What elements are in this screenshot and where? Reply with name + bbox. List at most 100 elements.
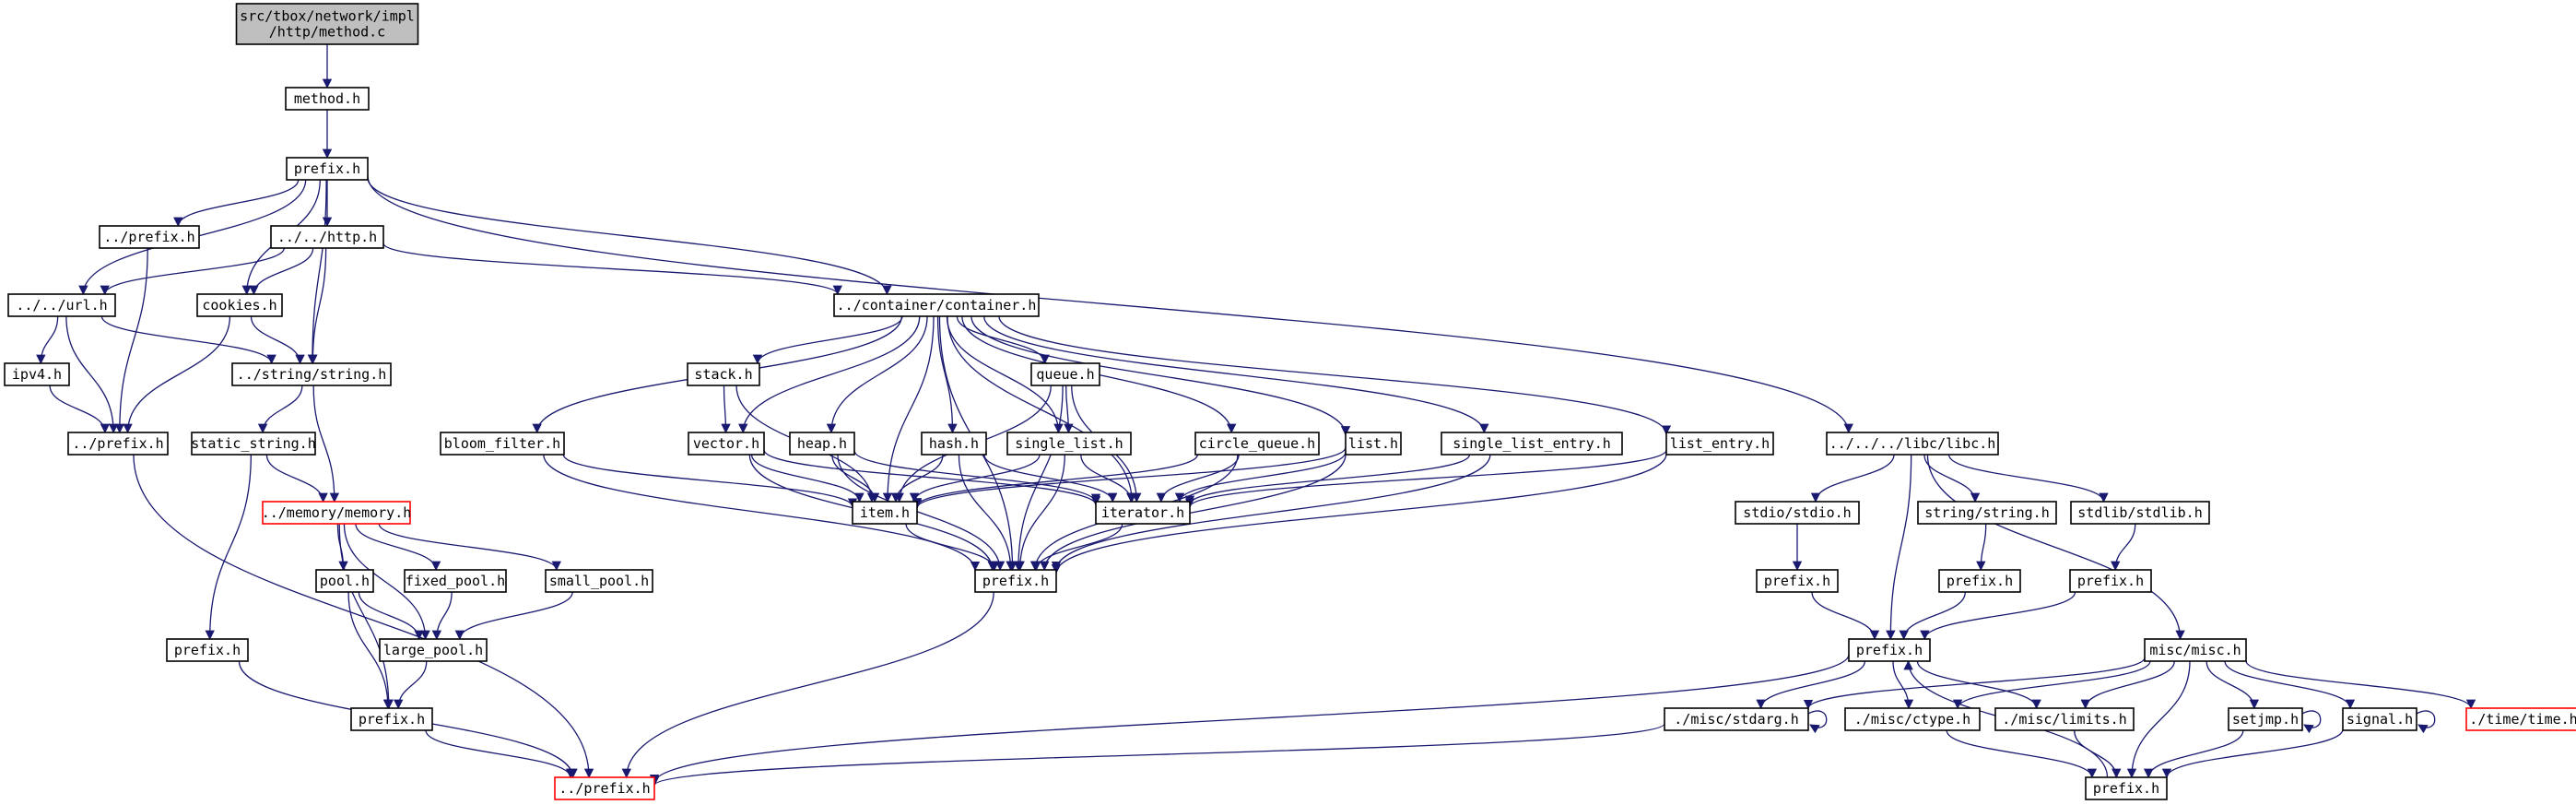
node-label: method.h (294, 90, 360, 107)
node-label: signal.h (2347, 711, 2413, 728)
node-prefix-mem[interactable]: prefix.h (350, 707, 433, 731)
node-box (2069, 569, 2152, 593)
node-time[interactable]: ./time/time.h (2465, 707, 2576, 731)
edge-misc-to-time (2245, 660, 2476, 710)
node-container[interactable]: ../container/container.h (833, 293, 1040, 317)
node-cookies[interactable]: cookies.h (196, 293, 283, 317)
node-box (231, 362, 392, 386)
node-list-entry[interactable]: list_entry.h (1665, 432, 1774, 456)
edge-list_entry-to-prefix_cont (1051, 454, 1667, 574)
node-box (166, 638, 249, 662)
node-prefix-misc[interactable]: prefix.h (2085, 776, 2168, 800)
node-ctype[interactable]: ./misc/ctype.h (1844, 707, 1981, 731)
edge-vector-to-iterator (763, 449, 1101, 506)
node-large-pool[interactable]: large_pool.h (379, 638, 488, 662)
edge-container-to-single_list (946, 315, 1064, 434)
node-pool[interactable]: pool.h (315, 569, 374, 593)
node-url[interactable]: ../../url.h (7, 293, 116, 317)
node-static-string[interactable]: static_string.h (191, 432, 316, 456)
node-box (687, 362, 760, 386)
node-dprefix[interactable]: ../prefix.h (99, 225, 200, 249)
node-label: bloom_filter.h (444, 435, 560, 452)
edge-url-to-ipv4 (36, 315, 59, 365)
node-label: iterator.h (1101, 504, 1184, 521)
edge-bloom-to-item (562, 454, 858, 508)
node-misc[interactable]: misc/misc.h (2144, 638, 2247, 662)
node-prefix-str[interactable]: prefix.h (1938, 569, 2021, 593)
node-label: ../memory/memory.h (262, 504, 412, 521)
node-stack[interactable]: stack.h (687, 362, 760, 386)
node-box (2085, 776, 2168, 800)
node-box (1030, 362, 1100, 386)
edge-static_string-to-memory (265, 454, 328, 503)
edge-cookies-to-string (250, 315, 305, 365)
node-memory[interactable]: ../memory/memory.h (262, 501, 412, 525)
node-list[interactable]: list.h (1345, 432, 1402, 456)
node-prefix-libc[interactable]: prefix.h (1848, 638, 1931, 662)
edge-large_pool-to-prefix_mem (394, 660, 428, 710)
node-prefix-cont[interactable]: prefix.h (974, 569, 1057, 593)
node-http[interactable]: ../../http.h (270, 225, 384, 249)
node-label: static_string.h (191, 435, 315, 452)
node-box (545, 569, 653, 593)
node-box (554, 776, 655, 800)
node-prefix-bottom[interactable]: ../prefix.h (554, 776, 655, 800)
node-prefix-stdlib[interactable]: prefix.h (2069, 569, 2152, 593)
node-root[interactable]: src/tbox/network/impl/http/method.c (235, 3, 419, 45)
node-prefix-top[interactable]: prefix.h (286, 157, 369, 181)
edge-prefix_top-to-dprefix (173, 179, 300, 228)
node-dprefix2[interactable]: ../prefix.h (67, 432, 169, 456)
edge-misc-to-limits (2080, 660, 2175, 710)
node-stdlib[interactable]: stdlib/stdlib.h (2070, 501, 2210, 525)
edge-static_string-to-prefix_ss (205, 454, 252, 641)
node-stdarg[interactable]: ./misc/stdarg.h (1664, 707, 1809, 731)
edge-hash-to-item (890, 454, 944, 503)
node-circle-queue[interactable]: circle_queue.h (1194, 432, 1320, 456)
node-label: heap.h (797, 435, 847, 452)
node-limits[interactable]: ./misc/limits.h (1994, 707, 2135, 731)
node-box (99, 225, 200, 249)
node-single-list[interactable]: single_list.h (1006, 432, 1132, 456)
node-libc[interactable]: ../../../libc/libc.h (1826, 432, 1999, 456)
edge-queue-to-single_list (1064, 385, 1074, 434)
edge-setjmp-to-setjmp (2301, 710, 2322, 734)
node-label: single_list_entry.h (1453, 435, 1611, 452)
node-vector[interactable]: vector.h (688, 432, 765, 456)
edge-prefix_stdlib-to-prefix_libc (1920, 591, 2076, 641)
node-fixed-pool[interactable]: fixed_pool.h (404, 569, 507, 593)
node-single-list-entry[interactable]: single_list_entry.h (1441, 432, 1623, 456)
edge-url-to-dprefix2 (65, 315, 119, 434)
node-method-h[interactable]: method.h (285, 87, 370, 111)
edge-memory-to-fixed_pool (355, 523, 441, 572)
node-label: prefix.h (359, 711, 425, 728)
node-prefix-stdio[interactable]: prefix.h (1756, 569, 1839, 593)
node-signal[interactable]: signal.h (2342, 707, 2417, 731)
node-strstr[interactable]: string/string.h (1917, 501, 2057, 525)
node-item[interactable]: item.h (852, 501, 918, 525)
edge-container-to-iterator (947, 315, 1137, 503)
edges-layer (36, 44, 2476, 787)
node-box (350, 707, 433, 731)
node-label: ../../http.h (277, 229, 377, 245)
node-heap[interactable]: heap.h (789, 432, 855, 456)
edge-container-to-hash (936, 315, 958, 434)
node-queue[interactable]: queue.h (1030, 362, 1100, 386)
node-stdio[interactable]: stdio/stdio.h (1735, 501, 1860, 525)
node-hash[interactable]: hash.h (921, 432, 987, 456)
node-label: single_list.h (1015, 435, 1123, 452)
edge-string-to-static_string (257, 385, 303, 434)
edge-item-to-prefix_cont (905, 523, 1000, 572)
node-string[interactable]: ../string/string.h (231, 362, 392, 386)
node-bloom[interactable]: bloom_filter.h (440, 432, 565, 456)
node-label: ../container/container.h (837, 297, 1037, 314)
node-prefix-ss[interactable]: prefix.h (166, 638, 249, 662)
node-setjmp[interactable]: setjmp.h (2228, 707, 2303, 731)
node-iterator[interactable]: iterator.h (1095, 501, 1191, 525)
node-box (833, 293, 1040, 317)
node-box (789, 432, 855, 456)
node-small-pool[interactable]: small_pool.h (545, 569, 653, 593)
node-ipv4[interactable]: ipv4.h (4, 362, 70, 386)
node-box (379, 638, 488, 662)
node-label: prefix.h (1764, 573, 1830, 589)
edge-hash-to-prefix_cont (958, 454, 1016, 572)
